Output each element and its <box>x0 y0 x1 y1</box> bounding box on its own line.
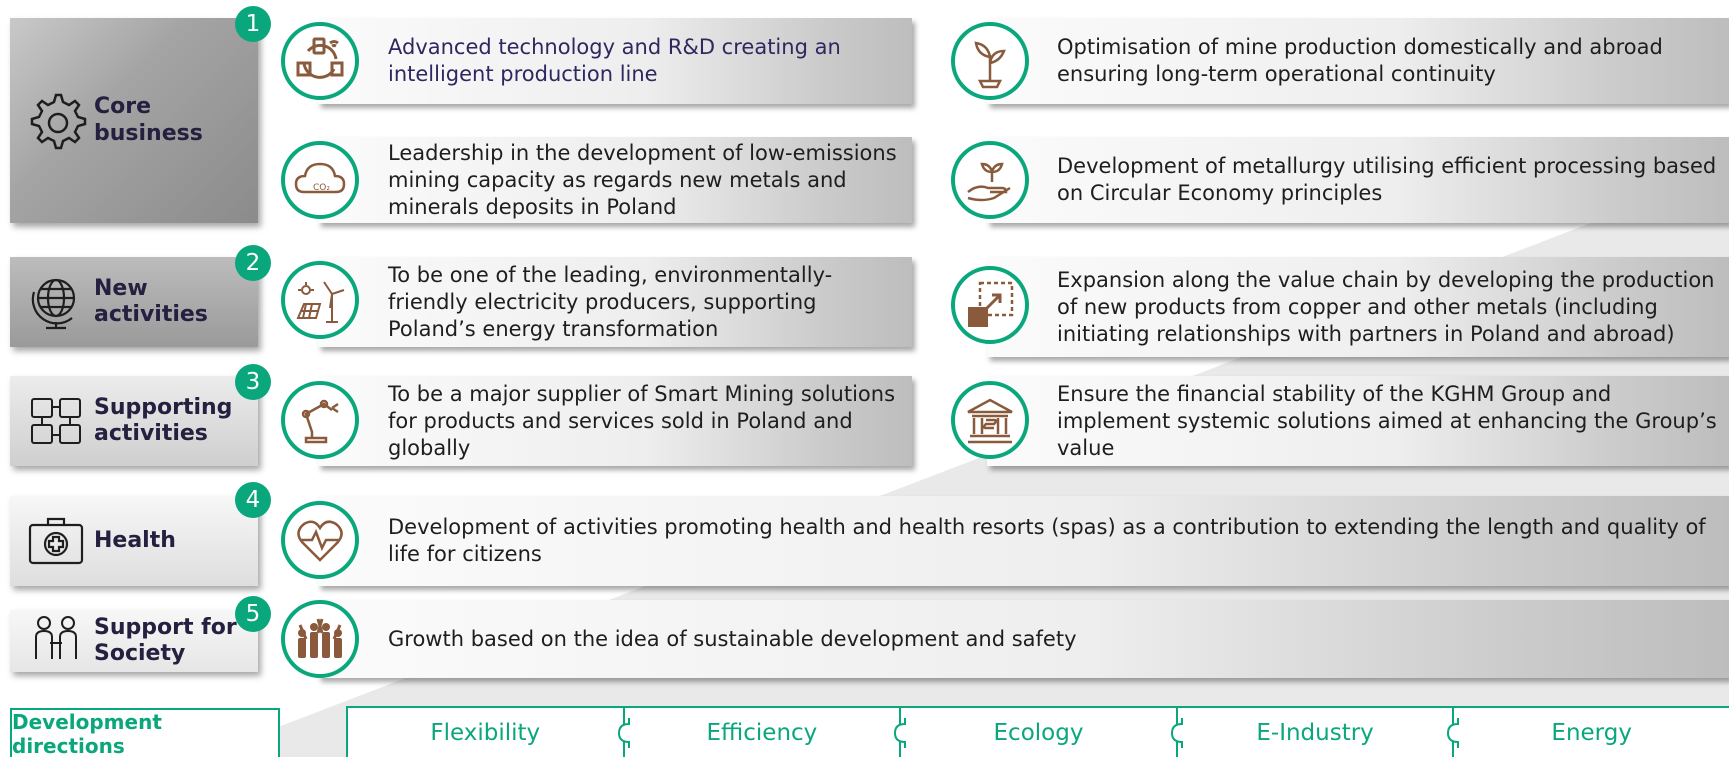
direction-box: Optimisation of mine production domestic… <box>987 18 1729 104</box>
direction-box: Expansion along the value chain by devel… <box>987 257 1729 357</box>
hand-plant-icon <box>967 162 1011 202</box>
svg-text:CO₂: CO₂ <box>313 183 330 193</box>
direction-value-label: Ecology <box>993 719 1084 746</box>
direction-box: Development of metallurgy utilising effi… <box>987 137 1729 223</box>
direction-icon-circle <box>281 600 359 678</box>
category-number-badge: 1 <box>235 6 271 42</box>
crowd-icon <box>298 618 342 658</box>
direction-icon-circle <box>951 22 1029 100</box>
gear-icon <box>24 89 88 153</box>
category-supporting-activities: Supporting activities <box>10 376 258 466</box>
direction-icon-circle <box>281 501 359 579</box>
direction-value: Energy <box>1454 708 1729 757</box>
direction-icon-circle <box>281 381 359 459</box>
direction-text: Advanced technology and R&D creating an … <box>388 35 841 86</box>
direction-text: Development of activities promoting heal… <box>388 515 1706 566</box>
solar-wind-icon <box>296 281 345 323</box>
direction-text: Ensure the financial stability of the KG… <box>1057 381 1717 460</box>
direction-text: Development of metallurgy utilising effi… <box>1057 154 1717 205</box>
direction-box: Growth based on the idea of sustainable … <box>318 600 1729 678</box>
bank-icon <box>967 398 1013 444</box>
category-number-badge: 2 <box>235 245 271 281</box>
plant-icon <box>974 41 1006 89</box>
direction-box: Development of activities promoting heal… <box>318 496 1729 586</box>
category-label: Support for Society <box>94 614 237 666</box>
development-directions-bar: Flexibility Efficiency Ecology E-Industr… <box>346 706 1729 757</box>
direction-value: Efficiency <box>625 708 907 757</box>
direction-text: Growth based on the idea of sustainable … <box>388 626 1077 651</box>
cloud-co2-icon: CO₂ <box>294 162 346 194</box>
category-label: Health <box>94 527 176 553</box>
direction-box: Ensure the financial stability of the KG… <box>987 376 1729 466</box>
direction-icon-circle: CO₂ <box>281 141 359 219</box>
puzzle-notch-icon <box>1170 718 1183 748</box>
direction-text: Expansion along the value chain by devel… <box>1057 267 1715 346</box>
direction-icon-circle <box>281 22 359 100</box>
puzzle-notch-icon <box>894 718 907 748</box>
direction-value-label: Flexibility <box>430 719 541 746</box>
direction-text: To be a major supplier of Smart Mining s… <box>388 381 896 460</box>
robot-arm-icon <box>301 399 339 444</box>
development-directions-label: Development directions <box>10 708 280 758</box>
globe-icon <box>24 270 88 334</box>
direction-value-label: Efficiency <box>706 719 818 746</box>
category-label: New activities <box>94 275 208 327</box>
category-support-for-society: Support for Society <box>10 610 258 672</box>
direction-value: E-Industry <box>1178 708 1460 757</box>
puzzle-notch-icon <box>1447 718 1460 748</box>
handshake-puzzle-icon <box>24 389 88 453</box>
direction-text: To be one of the leading, environmentall… <box>388 262 833 341</box>
direction-icon-circle <box>951 266 1029 344</box>
direction-icon-circle <box>951 381 1029 459</box>
direction-icon-circle <box>951 141 1029 219</box>
direction-box: Leadership in the development of low-emi… <box>318 137 912 223</box>
direction-value-label: E-Industry <box>1256 719 1374 746</box>
category-core-business: Core business <box>10 18 258 223</box>
category-new-activities: New activities <box>10 257 258 347</box>
category-label: Supporting activities <box>94 394 233 446</box>
puzzle-notch-icon <box>617 718 630 748</box>
category-number-badge: 4 <box>235 482 271 518</box>
direction-value-label: Energy <box>1551 719 1632 746</box>
direction-box: Advanced technology and R&D creating an … <box>318 18 912 104</box>
expand-icon <box>968 281 1014 327</box>
heart-pulse-icon <box>297 520 343 562</box>
category-number-badge: 5 <box>235 596 271 632</box>
direction-text: Leadership in the development of low-emi… <box>388 140 897 219</box>
category-label: Core business <box>94 94 203 146</box>
first-aid-kit-icon <box>24 509 88 573</box>
direction-box: To be a major supplier of Smart Mining s… <box>318 376 912 466</box>
direction-text: Optimisation of mine production domestic… <box>1057 35 1663 86</box>
direction-value: Flexibility <box>348 708 630 757</box>
people-icon <box>24 609 88 673</box>
direction-icon-circle <box>281 261 359 339</box>
category-health: Health <box>10 496 258 586</box>
direction-box: To be one of the leading, environmentall… <box>318 257 912 347</box>
category-number-badge: 3 <box>235 364 271 400</box>
tech-cycle-icon <box>296 37 344 79</box>
direction-value: Ecology <box>901 708 1183 757</box>
